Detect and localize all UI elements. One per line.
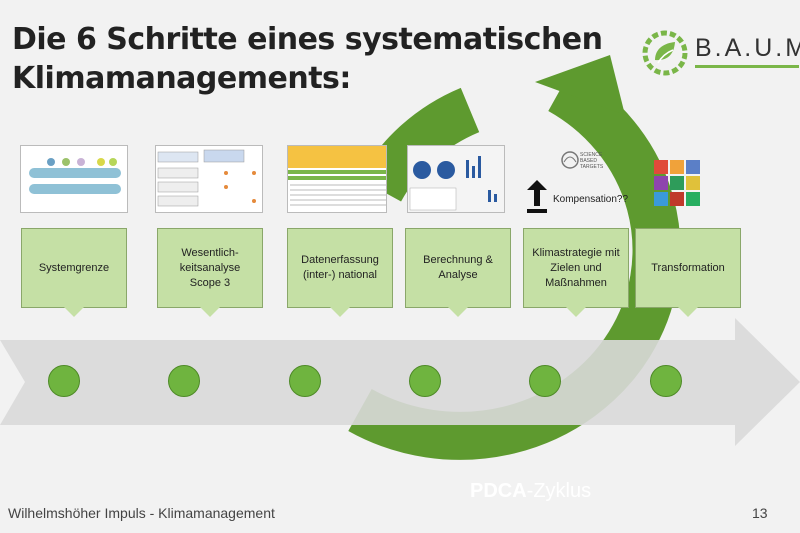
step-label: Datenerfassung (inter-) national — [301, 254, 379, 281]
timeline-dot — [650, 365, 682, 397]
leaf-gear-icon — [642, 30, 688, 76]
step-datenerfassung: Datenerfassung (inter-) national — [287, 228, 393, 317]
step-wesentlichkeitsanalyse: Wesentlich- keitsanalyse Scope 3 — [157, 228, 263, 317]
calculation-thumbnail — [407, 145, 505, 213]
transformation-logo — [654, 160, 700, 206]
step-label: Wesentlich- keitsanalyse Scope 3 — [179, 246, 241, 289]
footer-text: Wilhelmshöher Impuls - Klimamanagement — [8, 505, 275, 521]
pdca-bold: PDCA — [470, 480, 527, 502]
science-based-targets-logo: SCIENCE BASED TARGETS — [560, 150, 620, 180]
timeline-dot — [48, 365, 80, 397]
step-label: Berechnung & Analyse — [423, 254, 493, 281]
timeline-dot — [529, 365, 561, 397]
page-title: Die 6 Schritte eines systematischen Klim… — [12, 20, 603, 98]
logo-text: B.A.U.M. — [695, 34, 800, 62]
kompensation-label: Kompensation?? — [553, 194, 629, 205]
baum-logo: B.A.U.M. — [640, 28, 800, 78]
step-transformation: Transformation — [635, 228, 741, 317]
logo-underline — [695, 65, 799, 68]
sbt-icon — [561, 151, 579, 169]
pdca-rest: -Zyklus — [526, 480, 592, 502]
arrow-up-icon — [527, 180, 547, 213]
step-systemgrenze: Systemgrenze — [21, 228, 127, 317]
timeline-dot — [409, 365, 441, 397]
step-label: Klimastrategie mit Zielen und Maßnahmen — [532, 246, 620, 289]
materiality-thumbnail — [155, 145, 263, 213]
sbt-label: SCIENCE BASED TARGETS — [580, 152, 604, 170]
pdca-cycle-arrowhead — [535, 55, 625, 115]
timeline-dot — [289, 365, 321, 397]
title-line-2: Klimamanagements: — [12, 61, 351, 96]
timeline-arrow — [0, 318, 800, 446]
page-number: 13 — [752, 505, 768, 521]
step-label: Transformation — [651, 261, 725, 274]
step-klimastrategie: Klimastrategie mit Zielen und Maßnahmen — [523, 228, 629, 317]
step-berechnung: Berechnung & Analyse — [405, 228, 511, 317]
step-label: Systemgrenze — [38, 261, 110, 274]
pdca-label: PDCA-Zyklus — [470, 480, 591, 503]
timeline-dot — [168, 365, 200, 397]
data-collection-thumbnail — [287, 145, 387, 213]
system-boundary-thumbnail — [20, 145, 128, 213]
title-line-1: Die 6 Schritte eines systematischen — [12, 22, 603, 57]
